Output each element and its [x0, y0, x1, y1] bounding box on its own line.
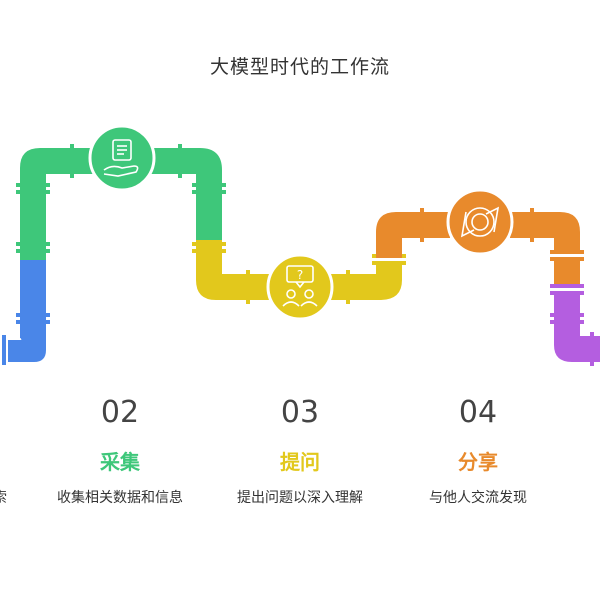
pipe-purple — [550, 284, 600, 366]
share-circle-icon — [460, 206, 500, 238]
pipe-green — [16, 124, 226, 260]
question-people-icon: ? — [282, 265, 318, 307]
step-title-share: 分享 — [458, 450, 498, 474]
step-number-03: 03 — [280, 395, 320, 430]
pipe-yellow — [192, 240, 406, 321]
step-number-04: 04 — [458, 395, 498, 430]
step-title-collect: 采集 — [100, 450, 140, 474]
previous-step-description: 索 — [0, 487, 8, 507]
page-title: 大模型时代的工作流 — [209, 56, 390, 78]
document-hand-icon — [103, 139, 139, 177]
step-description-share: 与他人交流发现 — [429, 490, 527, 506]
svg-text:?: ? — [297, 268, 303, 282]
step-title-ask: 提问 — [280, 450, 320, 474]
step-description-collect: 收集相关数据和信息 — [57, 490, 183, 506]
step-description-ask: 提出问题以深入理解 — [237, 490, 363, 506]
pipe-orange — [376, 188, 584, 287]
step-number-02: 02 — [100, 395, 140, 430]
pipe-blue — [2, 258, 50, 365]
